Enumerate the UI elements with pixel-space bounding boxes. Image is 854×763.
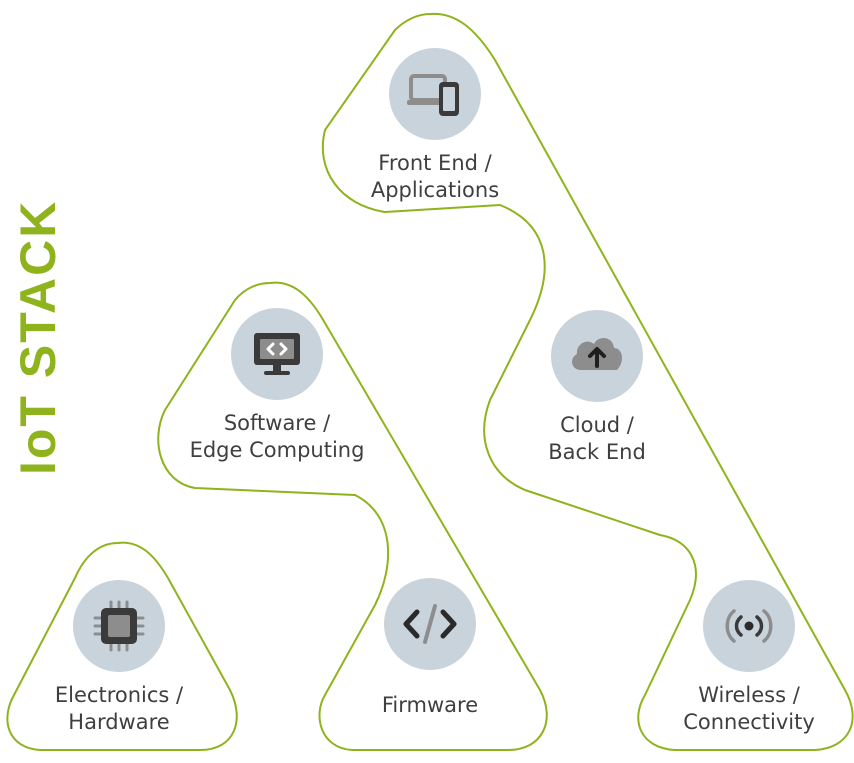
node-firmware: Firmware	[330, 578, 530, 719]
wireless-label: Wireless / Connectivity	[649, 682, 849, 736]
electronics-label: Electronics / Hardware	[19, 682, 219, 736]
cloud-upload-icon	[572, 338, 623, 370]
chip-icon	[93, 600, 145, 652]
wireless-signal-icon	[725, 609, 773, 643]
node-electronics: Electronics / Hardware	[19, 580, 219, 736]
code-brackets-icon	[403, 604, 457, 644]
front-end-label-line1: Front End /	[378, 151, 492, 175]
software-label-line1: Software /	[223, 411, 331, 435]
outline-small-triangle	[6, 541, 238, 751]
cloud-badge	[551, 310, 643, 402]
front-end-label: Front End / Applications	[335, 150, 535, 204]
electronics-label-line1: Electronics /	[54, 683, 184, 707]
outline-medium-triangle	[157, 281, 548, 751]
software-label: Software / Edge Computing	[177, 410, 377, 464]
diagram-title: IoT STACK	[10, 199, 66, 475]
outline-large-triangle	[321, 12, 854, 751]
firmware-label: Firmware	[330, 692, 530, 719]
laptop-phone-icon	[407, 74, 459, 116]
wireless-badge	[703, 580, 795, 672]
node-cloud: Cloud / Back End	[497, 310, 697, 466]
cloud-label-line1: Cloud /	[560, 413, 634, 437]
cloud-label: Cloud / Back End	[497, 412, 697, 466]
electronics-badge	[73, 580, 165, 672]
front-end-badge	[389, 48, 481, 140]
monitor-code-icon	[254, 333, 300, 375]
software-badge	[231, 308, 323, 400]
wireless-label-line2: Connectivity	[683, 710, 815, 734]
cloud-label-line2: Back End	[548, 440, 646, 464]
electronics-label-line2: Hardware	[68, 710, 170, 734]
node-software: Software / Edge Computing	[177, 308, 377, 464]
firmware-label-line1: Firmware	[381, 693, 479, 717]
software-label-line2: Edge Computing	[189, 438, 365, 462]
wireless-label-line1: Wireless /	[698, 683, 800, 707]
firmware-badge	[384, 578, 476, 670]
front-end-label-line2: Applications	[370, 178, 500, 202]
node-front-end: Front End / Applications	[335, 48, 535, 204]
node-wireless: Wireless / Connectivity	[649, 580, 849, 736]
